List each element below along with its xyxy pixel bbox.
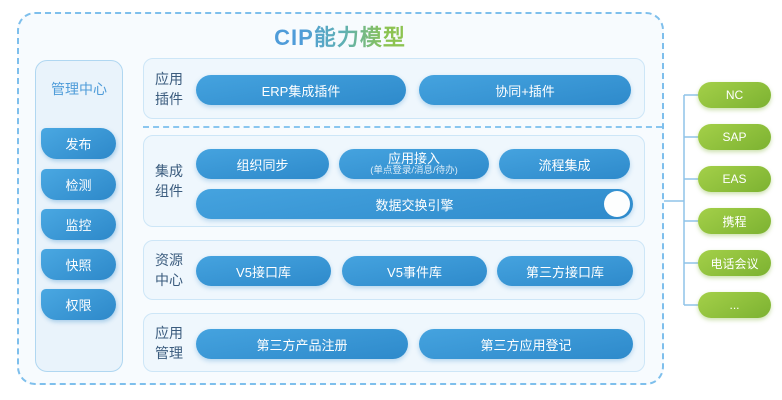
dashed-separator (143, 126, 662, 128)
sidebar-item-snapshot: 快照 (41, 249, 116, 280)
row-label: 资源 中心 (155, 252, 183, 288)
sidebar-item-monitoring: 监控 (41, 209, 116, 240)
node-erp-integration-plugin: ERP集成插件 (196, 75, 406, 105)
row-integration-components: 集成 组件 组织同步 应用接入 (单点登录/消息/待办) 流程集成 数据交换引擎 (143, 135, 645, 227)
management-center-panel: 管理中心 发布 检测 监控 快照 权限 (35, 60, 123, 372)
row-resource-center: 资源 中心 V5接口库 V5事件库 第三方接口库 (143, 240, 645, 300)
node-third-party-interface-library: 第三方接口库 (497, 256, 633, 286)
external-system-nc: NC (698, 82, 771, 108)
node-v5-event-library: V5事件库 (342, 256, 487, 286)
node-org-sync: 组织同步 (196, 149, 329, 179)
external-system-ctrip: 携程 (698, 208, 771, 234)
row-label: 应用 插件 (155, 70, 183, 107)
node-third-party-app-registration: 第三方应用登记 (419, 329, 633, 359)
node-third-party-product-registration: 第三方产品注册 (196, 329, 408, 359)
data-exchange-endpoint-circle (604, 191, 630, 217)
management-center-title: 管理中心 (51, 81, 107, 97)
node-app-access: 应用接入 (单点登录/消息/待办) (339, 149, 489, 179)
row-label: 应用 管理 (155, 324, 183, 361)
sidebar-item-detection: 检测 (41, 169, 116, 200)
external-system-teleconference: 电话会议 (698, 250, 771, 276)
sidebar-item-permissions: 权限 (41, 289, 116, 320)
row-application-management: 应用 管理 第三方产品注册 第三方应用登记 (143, 313, 645, 372)
row-label: 集成 组件 (155, 163, 183, 199)
diagram-title: CIP能力模型 (274, 20, 406, 52)
node-collaboration-plugin: 协同+插件 (419, 75, 631, 105)
node-data-exchange-engine: 数据交换引擎 (196, 189, 633, 219)
row-application-plugins: 应用 插件 ERP集成插件 协同+插件 (143, 58, 645, 119)
external-system-sap: SAP (698, 124, 771, 150)
external-system-more: ... (698, 292, 771, 318)
node-v5-interface-library: V5接口库 (196, 256, 331, 286)
node-process-integration: 流程集成 (499, 149, 630, 179)
sidebar-item-publish: 发布 (41, 128, 116, 159)
external-system-eas: EAS (698, 166, 771, 192)
